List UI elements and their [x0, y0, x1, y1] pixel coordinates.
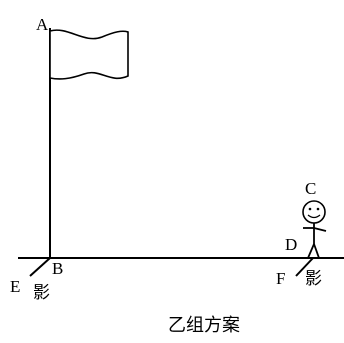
- flag: [49, 29, 129, 80]
- person-left-eye: [308, 207, 312, 211]
- label-b: B: [52, 259, 63, 278]
- person-arm-right: [313, 227, 327, 232]
- label-c: C: [305, 179, 316, 198]
- person-leg-right: [313, 243, 320, 259]
- person-figure: [302, 200, 327, 259]
- shadow-label-right: 影: [305, 269, 322, 289]
- label-d: D: [285, 235, 297, 254]
- label-f: F: [276, 269, 285, 288]
- person-right-eye: [316, 207, 320, 211]
- person-head: [302, 200, 326, 224]
- person-smile: [307, 214, 321, 219]
- shadow-label-left: 影: [33, 283, 50, 303]
- person-leg-left: [307, 243, 315, 259]
- figure-caption: 乙组方案: [168, 315, 240, 336]
- label-a: A: [36, 15, 49, 34]
- person-shadow-line: [295, 257, 314, 277]
- label-e: E: [10, 277, 20, 296]
- flagpole-shadow-line: [29, 257, 51, 277]
